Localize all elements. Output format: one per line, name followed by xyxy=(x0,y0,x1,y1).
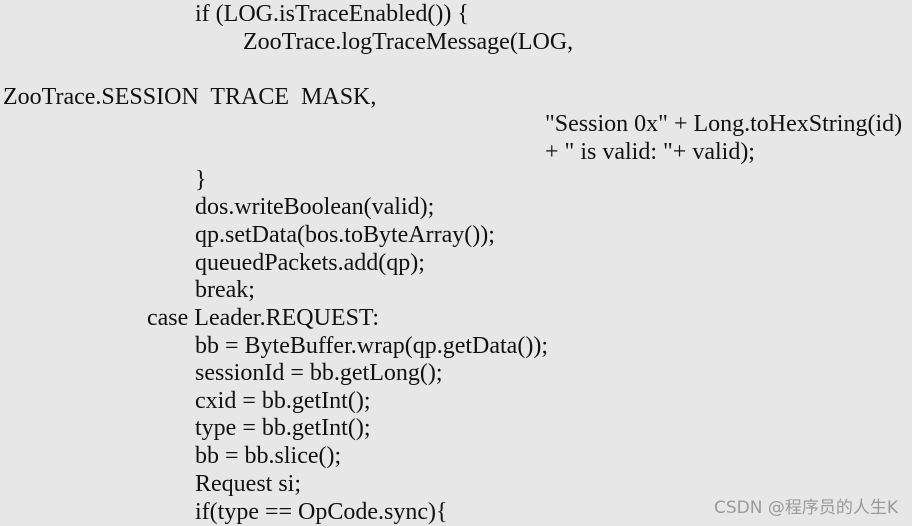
code-line: "Session 0x" + Long.toHexString(id) xyxy=(545,111,903,137)
code-line: break; xyxy=(195,277,255,303)
csdn-watermark: CSDN @程序员的人生K xyxy=(713,498,898,518)
code-line: sessionId = bb.getLong(); xyxy=(195,360,443,386)
code-line: case Leader.REQUEST: xyxy=(147,305,380,331)
code-line: + " is valid: "+ valid); xyxy=(545,139,755,165)
code-line: qp.setData(bos.toByteArray()); xyxy=(195,222,495,248)
code-line: bb = ByteBuffer.wrap(qp.getData()); xyxy=(195,333,548,359)
code-line: ZooTrace.SESSION TRACE MASK, xyxy=(3,84,377,110)
code-line: bb = bb.slice(); xyxy=(195,443,342,469)
code-line: if(type == OpCode.sync){ xyxy=(195,499,448,525)
code-line: cxid = bb.getInt(); xyxy=(195,388,371,414)
code-line: type = bb.getInt(); xyxy=(195,415,371,441)
code-line: if (LOG.isTraceEnabled()) { xyxy=(195,1,469,27)
code-line: dos.writeBoolean(valid); xyxy=(195,194,435,220)
code-line: queuedPackets.add(qp); xyxy=(195,250,425,276)
code-line: Request si; xyxy=(195,471,301,497)
code-line: } xyxy=(195,167,207,193)
code-line: ZooTrace.logTraceMessage(LOG, xyxy=(243,29,574,55)
